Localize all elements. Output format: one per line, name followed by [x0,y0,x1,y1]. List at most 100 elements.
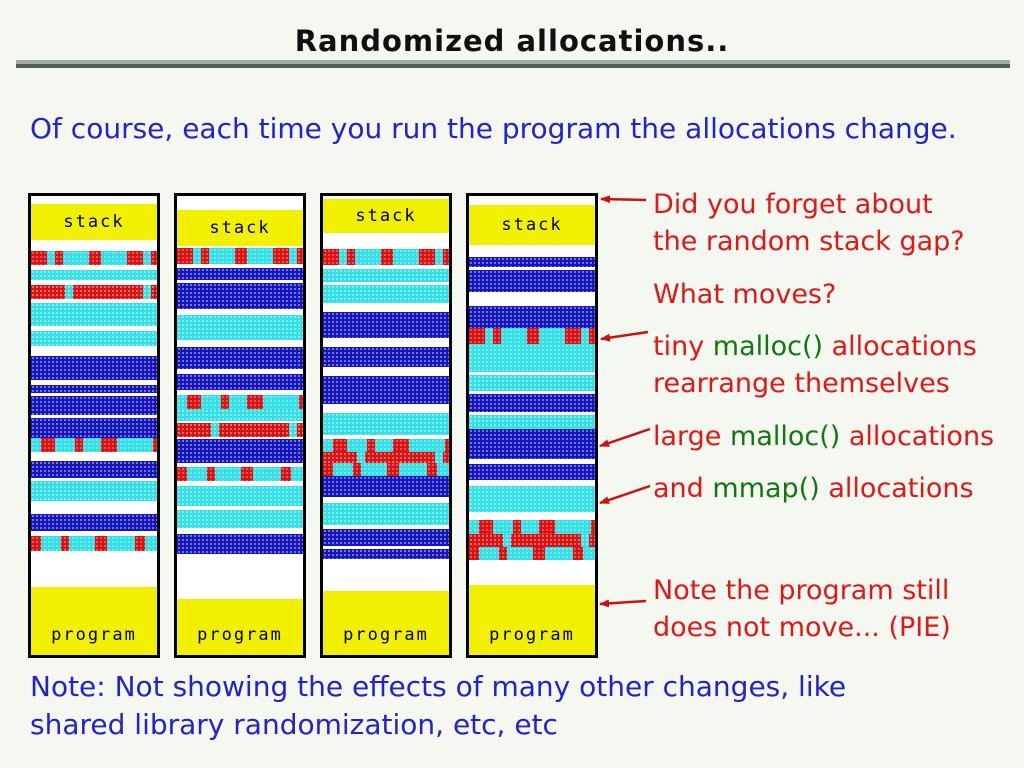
annotation-text: allocations [823,331,977,362]
allocation-band [177,409,303,421]
allocation-band [177,439,303,463]
gap-band [323,497,449,503]
stack-band-label: stack [63,212,125,232]
gap-band [31,501,157,514]
gap-band [323,303,449,312]
gap-band [177,280,303,283]
allocation-band [323,549,449,559]
allocation-band [323,249,449,265]
annotation-text: allocations [819,473,974,504]
gap-band [469,480,595,486]
gap-band [469,372,595,375]
arrow-from-tiny-malloc-note [600,330,649,342]
gap-band [177,421,303,423]
program-band-label: program [489,625,575,645]
allocation-band [31,356,157,380]
gap-band [177,309,303,315]
allocation-band [177,467,303,481]
gap-band [323,233,449,249]
allocation-band [31,438,157,452]
allocation-band [177,395,303,409]
allocation-band [177,315,303,340]
gap-band [177,196,303,210]
allocation-band [469,520,595,534]
allocation-band [31,514,157,531]
arrow-from-mmap-note [599,484,651,505]
gap-band [31,326,157,331]
gap-band [323,196,449,199]
gap-band [469,196,595,205]
gap-band [469,292,595,306]
allocation-band [323,269,449,282]
gap-band [323,559,449,591]
intro-text: Of course, each time you run the program… [30,112,957,145]
allocation-band [31,481,157,501]
gap-band [469,391,595,394]
allocation-band [469,257,595,267]
gap-band [469,412,595,415]
allocation-band [469,415,595,429]
allocation-band [31,285,157,299]
allocation-band [469,328,595,344]
gap-band [177,506,303,510]
annotation-text: does not move... (PIE) [653,612,951,643]
allocation-band [31,270,157,280]
annotation-text: the random stack gap? [653,226,965,257]
gap-band [177,463,303,467]
gap-band [469,560,595,585]
allocation-band [469,486,595,512]
gap-band [177,390,303,395]
allocation-band [323,312,449,338]
gap-band [323,525,449,529]
allocation-band [31,251,157,265]
annotation-text: allocations [840,421,995,452]
tiny-malloc-note-line: tiny malloc() allocations [653,328,977,365]
gap-band [323,338,449,347]
allocation-band [469,270,595,292]
allocation-band [177,534,303,554]
memory-column-run-3: stack program [320,193,452,658]
allocation-band [31,461,157,478]
gap-band [31,240,157,251]
allocation-band [323,347,449,367]
function-name-text: malloc() [712,331,824,362]
gap-band [177,369,303,374]
gap-band [323,435,449,439]
allocation-band [469,534,595,547]
allocation-band [31,536,157,551]
stack-band: stack [323,199,449,233]
allocation-band [323,439,449,452]
gap-band [31,531,157,536]
title-separator [16,60,1010,68]
allocation-band [31,396,157,415]
gap-band [469,245,595,257]
allocation-band [469,547,595,560]
allocation-band [469,306,595,328]
what-moves-note: What moves? [653,276,836,313]
allocation-band [469,344,595,372]
gap-band [31,280,157,285]
program-band: program [31,587,157,655]
gap-band [177,528,303,534]
arrow-from-program-pie-note [599,599,647,608]
program-band: program [323,591,449,655]
allocation-band [177,347,303,369]
annotation-text: rearrange themselves [653,368,950,399]
gap-band [31,452,157,461]
stack-band-label: stack [355,206,417,226]
annotation-text: What moves? [653,279,837,310]
mmap-note-line: and mmap() allocations [653,470,974,507]
gap-band [177,264,303,268]
gap-band [323,282,449,285]
gap-band [31,196,157,204]
program-band-label: program [197,625,283,645]
function-name-text: mmap() [712,473,820,504]
footer-note-line2: shared library randomization, etc, etc [30,708,558,741]
memory-column-run-1: stack program [28,193,160,658]
allocation-band [31,385,157,393]
allocation-band [323,463,449,476]
gap-band [31,299,157,303]
